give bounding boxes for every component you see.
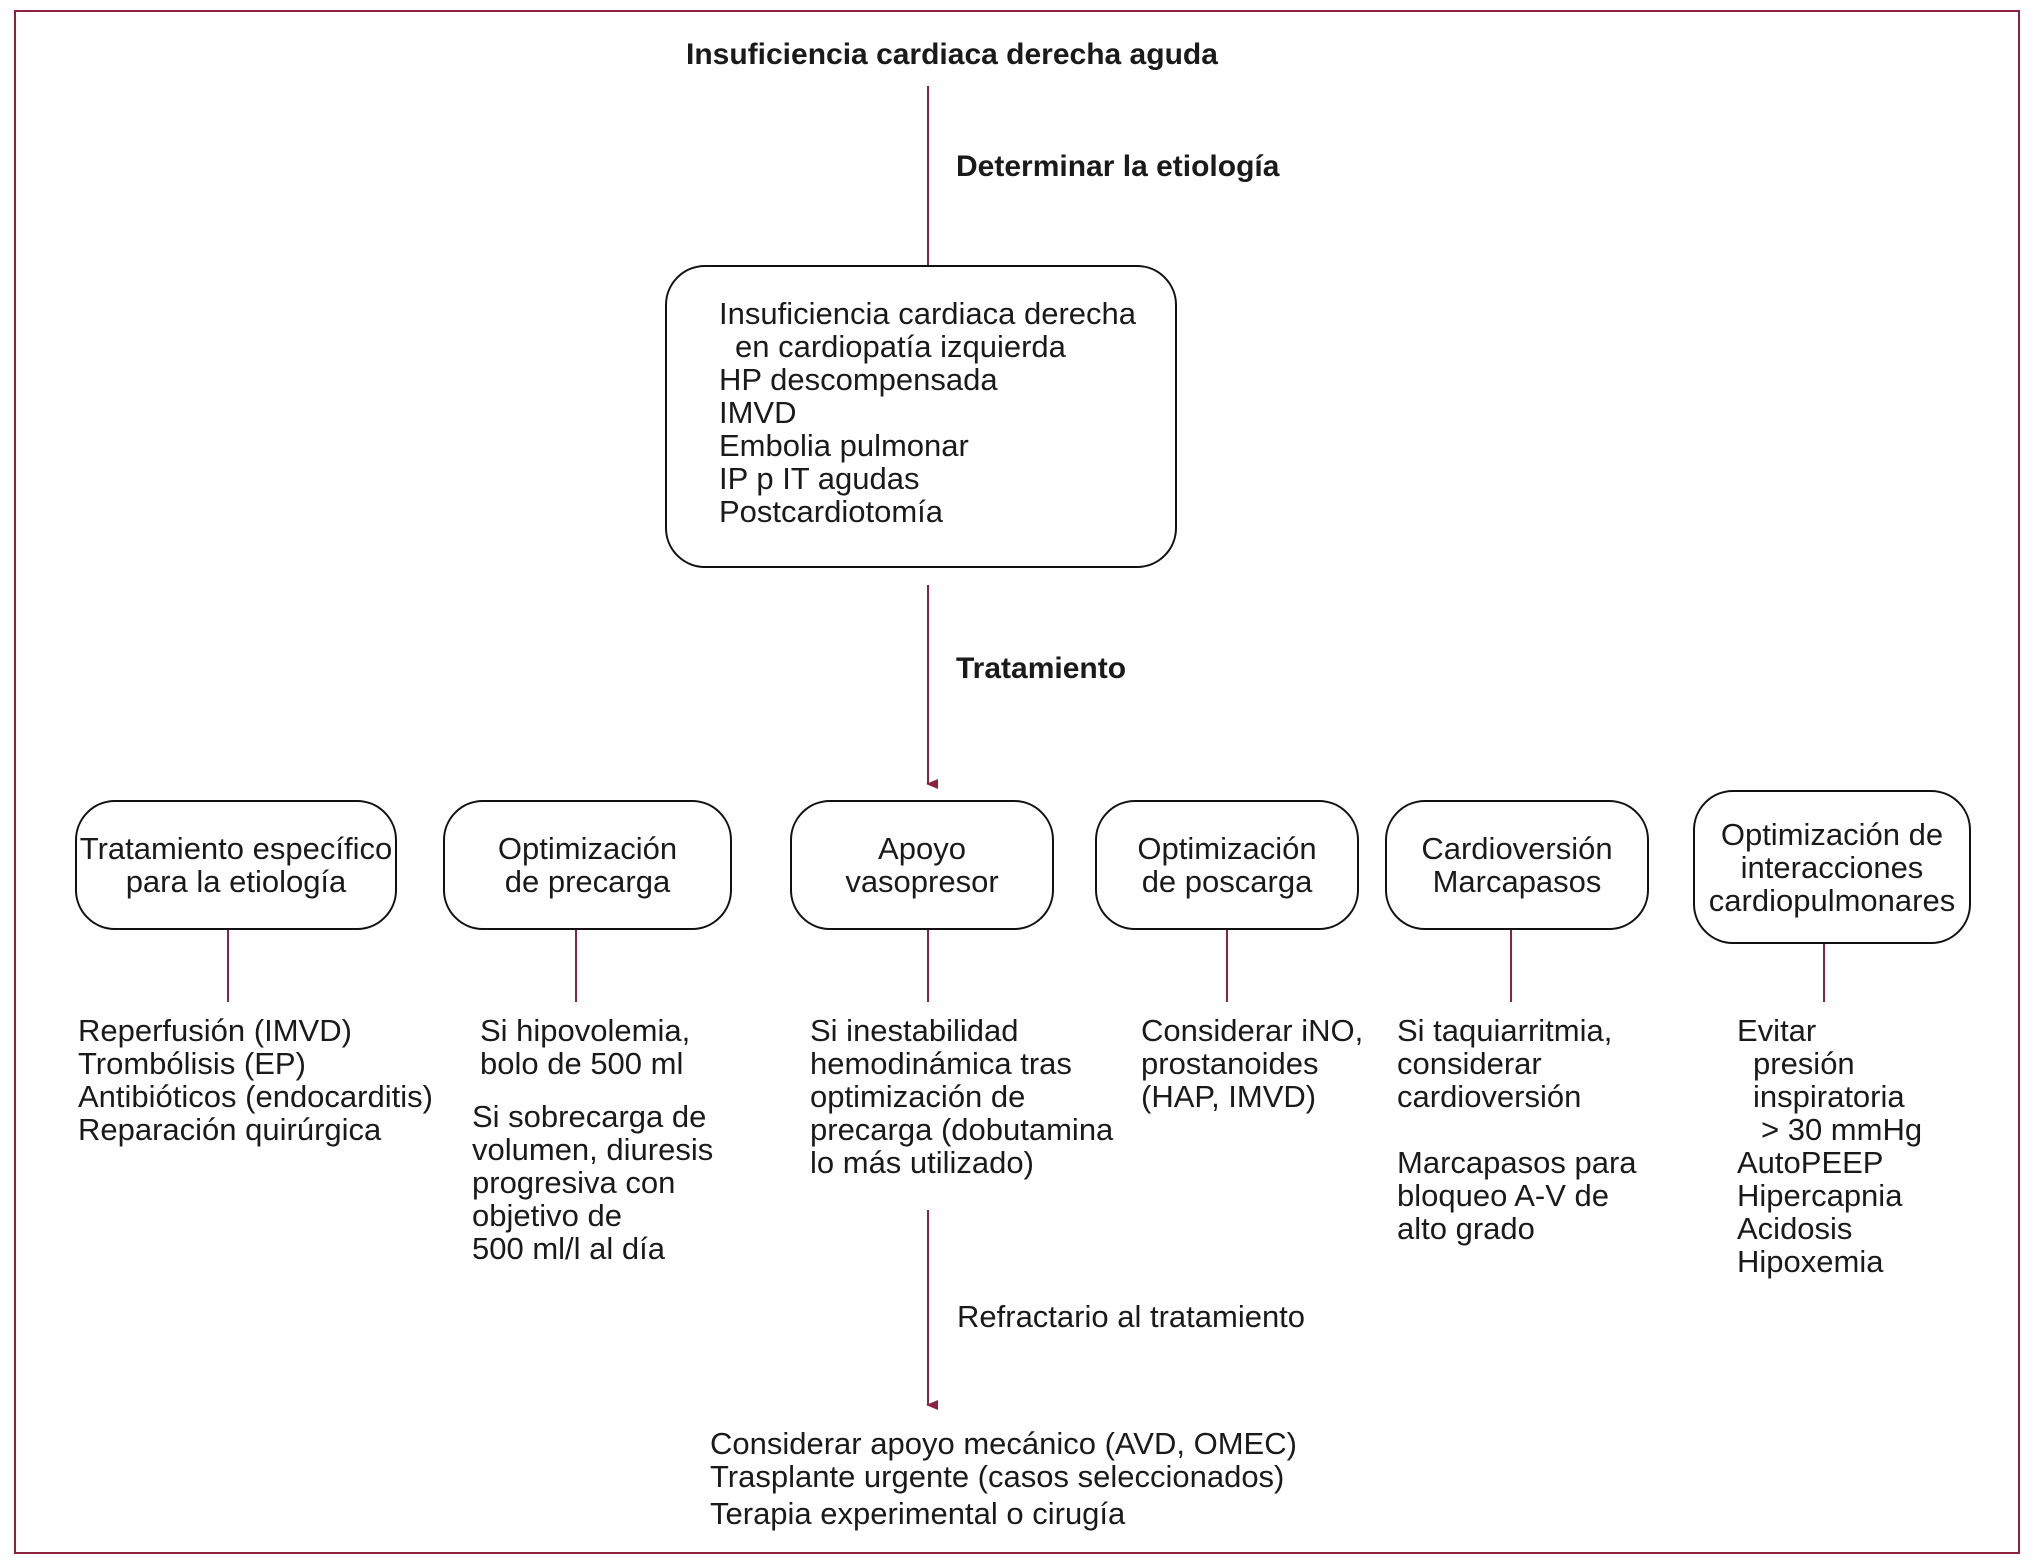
detail-item: considerar <box>1397 1046 1542 1081</box>
details-afterload: Considerar iNO, prostanoides (HAP, IMVD) <box>1141 1014 1363 1113</box>
detail-item: Trombólisis (EP) <box>78 1046 306 1081</box>
details-vasopressor: Si inestabilidad hemodinámica tras optim… <box>810 1014 1113 1179</box>
treatment-box-cardiopulmonary: Optimización de interacciones cardiopulm… <box>1693 790 1971 944</box>
etiology-item: IMVD <box>719 395 797 430</box>
details-preload: Si hipovolemia, bolo de 500 ml Si sobrec… <box>472 1014 713 1265</box>
detail-item: AutoPEEP <box>1737 1145 1884 1180</box>
treatment-line: Marcapasos <box>1432 864 1602 899</box>
detail-item: Si sobrecarga de <box>472 1099 707 1134</box>
treatment-line: cardiopulmonares <box>1708 882 1956 918</box>
details-specific: Reperfusión (IMVD) Trombólisis (EP) Anti… <box>78 1014 433 1146</box>
detail-item: 500 ml/l al día <box>472 1231 665 1266</box>
detail-item: optimización de <box>810 1079 1026 1114</box>
treatment-line: Optimización de <box>1720 816 1944 852</box>
detail-item: prostanoides <box>1141 1046 1319 1081</box>
detail-item: progresiva con <box>472 1165 676 1200</box>
detail-item: Hipercapnia <box>1737 1178 1903 1213</box>
refractory-label: Refractario al tratamiento <box>957 1299 1306 1334</box>
final-option: Terapia experimental o cirugía <box>710 1496 1126 1531</box>
detail-item: bolo de 500 ml <box>480 1046 684 1081</box>
detail-item: Si hipovolemia, <box>480 1013 691 1048</box>
treatment-box-rhythm: Cardioversión Marcapasos <box>1385 800 1649 930</box>
final-options: Considerar apoyo mecánico (AVD, OMEC) Tr… <box>710 1427 1297 1530</box>
step-treatment: Tratamiento <box>956 652 1127 685</box>
detail-item: Acidosis <box>1737 1211 1853 1246</box>
detail-item: cardioversión <box>1397 1079 1582 1114</box>
step-determine-etiology: Determinar la etiología <box>956 150 1280 183</box>
treatment-line: Tratamiento específico <box>79 831 393 866</box>
details-cardiopulmonary: Evitar presión inspiratoria > 30 mmHg Au… <box>1737 1014 1922 1278</box>
detail-item: Antibióticos (endocarditis) <box>78 1079 433 1114</box>
figure-frame <box>14 10 2020 1554</box>
detail-item: Reparación quirúrgica <box>78 1112 382 1147</box>
etiology-item: Embolia pulmonar <box>719 428 969 463</box>
final-option: Trasplante urgente (casos seleccionados) <box>710 1459 1285 1494</box>
detail-item: Si taquiarritmia, <box>1397 1013 1613 1048</box>
treatment-line: vasopresor <box>845 864 999 899</box>
treatment-line: Cardioversión <box>1421 831 1613 866</box>
detail-item: Si inestabilidad <box>810 1013 1019 1048</box>
treatment-box-vasopressor: Apoyo vasopresor <box>790 800 1054 930</box>
treatment-line: interacciones <box>1740 849 1924 885</box>
etiology-item: IP p IT agudas <box>719 461 920 496</box>
final-option: Considerar apoyo mecánico (AVD, OMEC) <box>710 1426 1297 1461</box>
treatment-line: para la etiología <box>125 864 347 899</box>
detail-item: Evitar <box>1737 1013 1817 1048</box>
treatment-line: Optimización <box>1137 831 1317 866</box>
etiology-item: Insuficiencia cardiaca derecha <box>719 296 1137 331</box>
etiology-box: Insuficiencia cardiaca derecha en cardio… <box>665 265 1177 568</box>
detail-item: volumen, diuresis <box>472 1132 714 1167</box>
details-rhythm: Si taquiarritmia, considerar cardioversi… <box>1397 1014 1637 1245</box>
detail-item: Reperfusión (IMVD) <box>78 1013 352 1048</box>
detail-item: hemodinámica tras <box>810 1046 1072 1081</box>
detail-item: objetivo de <box>472 1198 622 1233</box>
detail-item: alto grado <box>1397 1211 1535 1246</box>
detail-item: lo más utilizado) <box>810 1145 1034 1180</box>
detail-item: precarga (dobutamina <box>810 1112 1114 1147</box>
detail-item: bloqueo A-V de <box>1397 1178 1610 1213</box>
treatment-box-specific: Tratamiento específico para la etiología <box>75 800 397 930</box>
detail-item: (HAP, IMVD) <box>1141 1079 1317 1114</box>
detail-item: Marcapasos para <box>1397 1145 1637 1180</box>
diagram-title: Insuficiencia cardiaca derecha aguda <box>686 38 1218 71</box>
etiology-item: HP descompensada <box>719 362 998 397</box>
detail-item: Hipoxemia <box>1737 1244 1884 1279</box>
treatment-box-preload: Optimización de precarga <box>443 800 732 930</box>
treatment-line: de precarga <box>504 864 671 899</box>
detail-item: > 30 mmHg <box>1761 1112 1923 1147</box>
treatment-line: Apoyo <box>878 831 966 866</box>
treatment-line: Optimización <box>497 831 678 866</box>
treatment-box-afterload: Optimización de poscarga <box>1095 800 1359 930</box>
detail-item: Considerar iNO, <box>1141 1013 1364 1048</box>
detail-item: presión <box>1753 1046 1855 1081</box>
detail-item: inspiratoria <box>1753 1079 1905 1114</box>
etiology-item: en cardiopatía izquierda <box>735 329 1066 364</box>
treatment-line: de poscarga <box>1141 864 1313 899</box>
etiology-item: Postcardiotomía <box>719 494 943 529</box>
